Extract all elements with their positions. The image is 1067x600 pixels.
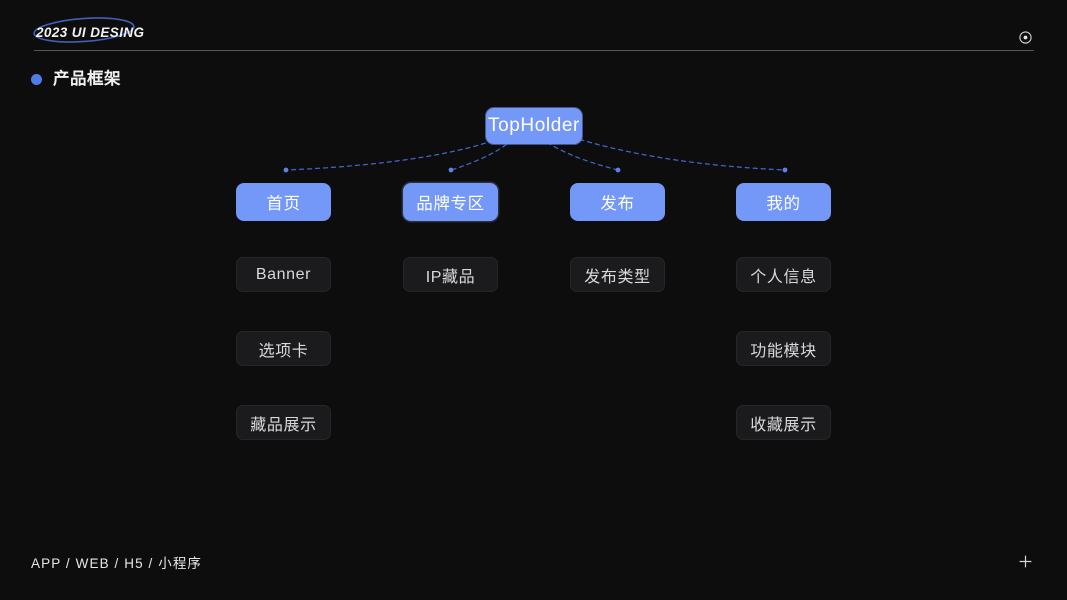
node-label: 我的 bbox=[766, 195, 801, 213]
node-label: 品牌专区 bbox=[416, 195, 485, 213]
node-label: IP藏品 bbox=[425, 268, 476, 286]
node-label: 藏品展示 bbox=[250, 416, 317, 434]
node-label: 选项卡 bbox=[258, 342, 309, 360]
plus-icon[interactable] bbox=[1018, 554, 1033, 569]
target-circle-icon[interactable] bbox=[1018, 30, 1033, 45]
node-level2-wode[interactable]: 我的 bbox=[736, 183, 831, 221]
node-level3-gerenxinxi[interactable]: 个人信息 bbox=[736, 257, 831, 292]
bullet-dot-icon bbox=[31, 73, 42, 85]
connector-to-shouye bbox=[285, 125, 519, 171]
node-label: 发布类型 bbox=[584, 268, 651, 286]
brand-title: 2023 UI DESING bbox=[36, 25, 145, 40]
node-label: 首页 bbox=[266, 195, 301, 213]
node-label: TopHolder bbox=[487, 115, 580, 136]
brand-logo: 2023 UI DESING bbox=[33, 17, 150, 46]
connector-endpoints bbox=[283, 167, 788, 173]
node-level3-cangpinzhanshi[interactable]: 藏品展示 bbox=[236, 405, 331, 440]
node-label: 收藏展示 bbox=[750, 416, 817, 434]
node-level2-fabu[interactable]: 发布 bbox=[570, 183, 665, 221]
node-level2-shouye[interactable]: 首页 bbox=[236, 183, 331, 221]
node-root-topholder[interactable]: TopHolder bbox=[486, 108, 582, 144]
node-level3-banner[interactable]: Banner bbox=[236, 257, 331, 292]
header-divider bbox=[34, 50, 1034, 51]
node-label: 个人信息 bbox=[750, 268, 817, 286]
node-level3-shoucangzhanshi[interactable]: 收藏展示 bbox=[736, 405, 831, 440]
section-heading: 产品框架 bbox=[31, 71, 121, 88]
page-title: 产品框架 bbox=[53, 70, 121, 88]
node-level3-gongnengmokuai[interactable]: 功能模块 bbox=[736, 331, 831, 366]
node-level2-pinpaizhuanqu[interactable]: 品牌专区 bbox=[403, 183, 498, 221]
node-label: 功能模块 bbox=[750, 342, 817, 360]
footer-platforms: APP / WEB / H5 / 小程序 bbox=[31, 556, 203, 571]
node-level3-xuanxiangka[interactable]: 选项卡 bbox=[236, 331, 331, 366]
node-label: Banner bbox=[255, 265, 312, 283]
node-level3-fabuleixing[interactable]: 发布类型 bbox=[570, 257, 665, 292]
node-level3-ipcangpin[interactable]: IP藏品 bbox=[403, 257, 498, 292]
node-label: 发布 bbox=[600, 195, 635, 213]
